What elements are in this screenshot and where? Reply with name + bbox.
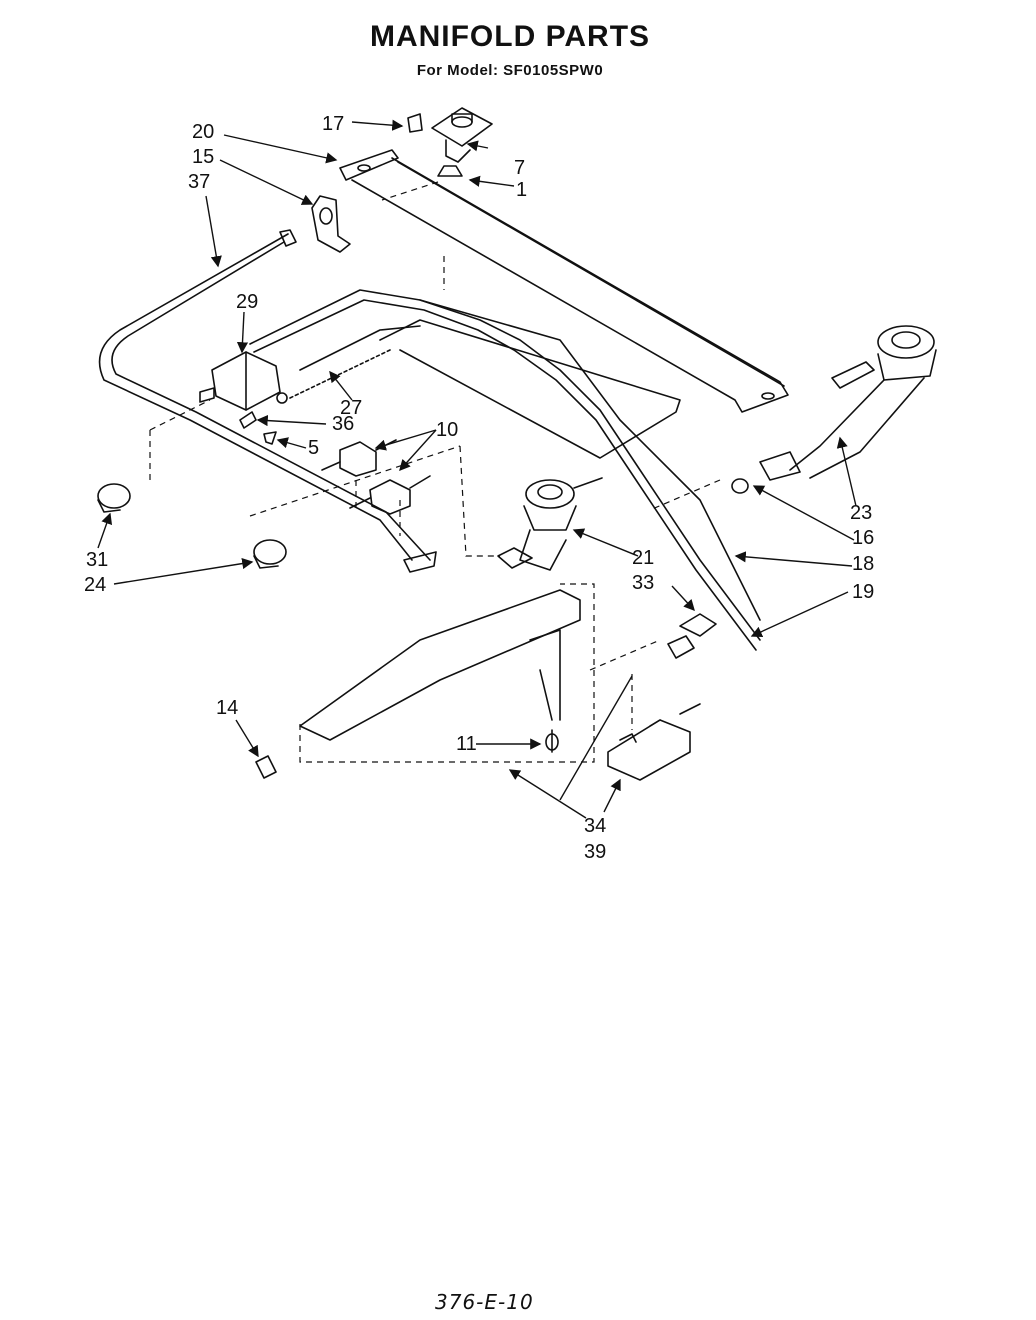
burner-head-part (431, 107, 493, 177)
small-fitting-36 (239, 411, 257, 429)
callout-17: 17 (322, 113, 345, 135)
gas-tube-part-37 (98, 229, 437, 573)
callout-19: 19 (852, 581, 875, 603)
thermostat-part-29 (199, 351, 288, 411)
valve-part-10 (321, 439, 431, 515)
control-knob-part (97, 483, 287, 569)
page-title: MANIFOLD PARTS (369, 20, 651, 53)
burner-tray-outline (379, 319, 681, 459)
clip-part-17 (407, 113, 423, 133)
callout-33: 33 (632, 572, 655, 594)
callout-21: 21 (632, 547, 655, 569)
callout-29: 29 (236, 291, 259, 313)
callout-36: 36 (332, 413, 355, 435)
callout-14: 14 (216, 697, 239, 719)
burner-part-23 (759, 325, 937, 481)
callout-15: 15 (192, 146, 215, 168)
callout-27: 27 (340, 397, 363, 419)
fitting-part-16 (731, 478, 749, 494)
callout-11: 11 (456, 733, 477, 755)
callout-10: 10 (436, 419, 459, 441)
callout-20: 20 (192, 121, 215, 143)
callout-5: 5 (308, 437, 320, 459)
ignitor-part-33 (667, 613, 717, 659)
callout-16: 16 (852, 527, 875, 549)
callout-18: 18 (852, 553, 875, 575)
callout-24: 24 (84, 574, 107, 596)
capillary-tube-part-27 (289, 349, 391, 399)
page-code: 376-E-10 (435, 1290, 534, 1314)
clip-part-14 (255, 755, 277, 779)
callout-23: 23 (850, 502, 873, 524)
callout-31: 31 (86, 549, 109, 571)
callout-34: 34 (584, 815, 607, 837)
model-subtitle: For Model: SF0105SPW0 (416, 62, 604, 79)
callout-1: 1 (516, 179, 528, 201)
callout-7: 7 (514, 157, 526, 179)
callout-37: 37 (188, 171, 211, 193)
broil-burner-part (299, 589, 581, 753)
callout-39: 39 (584, 841, 607, 863)
manifold-bracket-part (339, 149, 789, 413)
safety-valve-part-34 (607, 703, 701, 781)
manifold-pipe (249, 289, 761, 651)
burner-part-21 (497, 477, 603, 571)
bracket-part-15 (311, 195, 351, 253)
small-fitting-5 (263, 431, 277, 445)
